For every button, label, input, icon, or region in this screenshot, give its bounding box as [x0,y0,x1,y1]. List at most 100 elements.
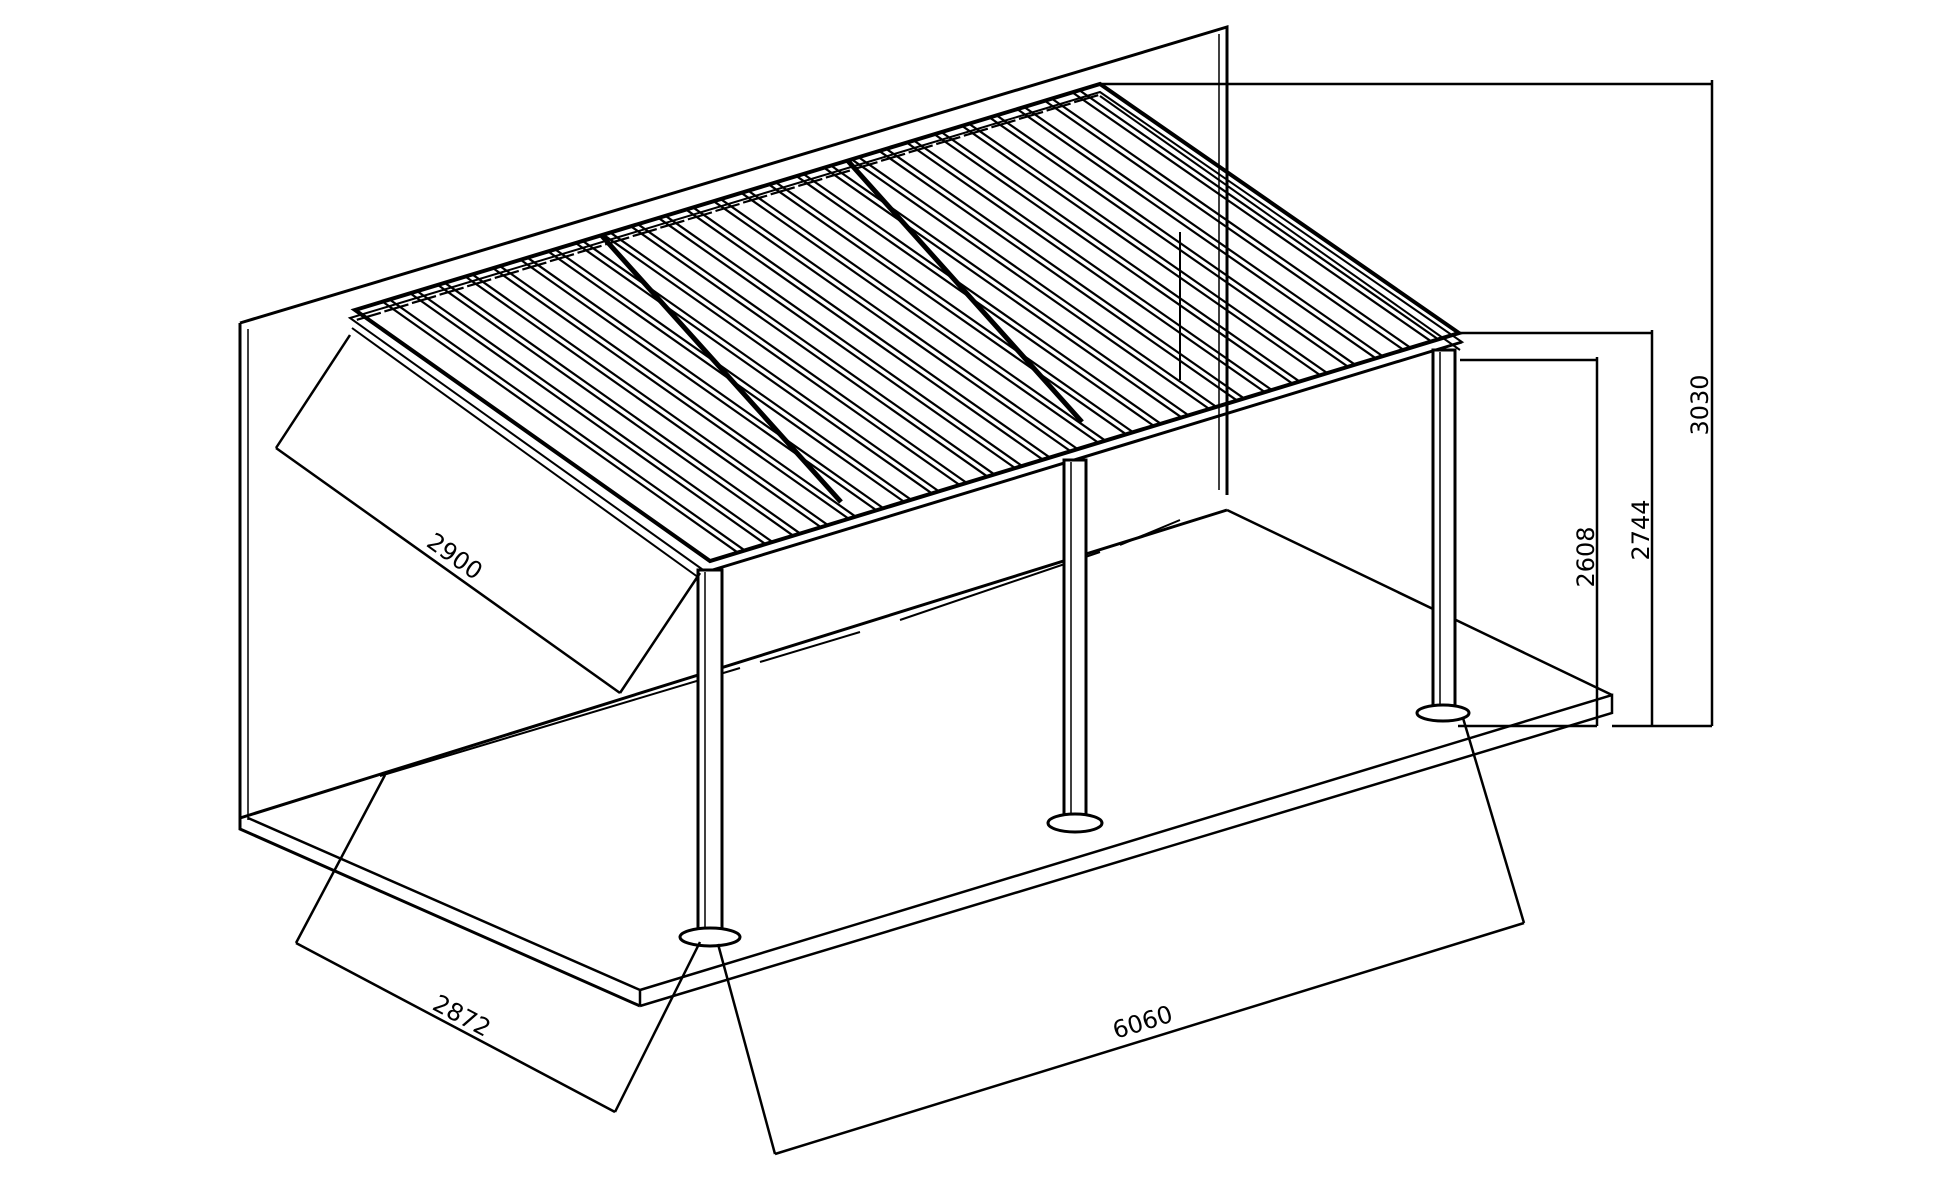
louvre-end-cap [853,161,878,171]
dim-6060-label: 6060 [1109,1000,1176,1045]
louvre-slat [582,240,940,493]
louvre-slat [1044,99,1405,351]
louvre-slat [989,116,1349,368]
ground-slab [247,508,1614,1008]
louvre-slat [554,248,912,501]
louvre-end-cap [770,186,795,196]
louvre-end-cap [742,194,768,204]
louvre-group [356,89,1439,554]
louvre-end-cap [466,278,492,288]
louvre-slat [547,250,905,503]
louvre-end-cap [384,303,409,313]
dim-2872-ext-back [294,774,387,944]
dim-6060-ext-right [1461,717,1526,924]
louvre-slat [913,139,1273,391]
louvre-slat [851,158,1210,410]
louvre-end-cap [797,177,823,187]
louvre-slat [637,223,996,476]
louvre-slat [768,183,1127,436]
louvre-end-cap [1046,102,1071,112]
louvre-end-cap [411,295,437,305]
post-right-shaft [1431,348,1457,709]
louvre-slat [664,214,1023,467]
louvre-end-cap [577,244,602,254]
slab-outline [247,508,1614,1008]
louvre-slat [416,290,774,543]
louvre-slat [933,133,1294,385]
louvre-slat [409,292,767,546]
louvre-slat [1016,108,1377,360]
post-left-shaft [696,568,724,937]
louvre-slat [823,166,1183,419]
louvre-slat [795,175,1155,427]
louvre-slat [1023,106,1384,358]
louvre-end-cap [604,236,630,246]
louvre-end-cap [660,219,685,229]
louvre-end-cap [549,253,575,263]
louvre-slat [471,273,829,527]
side-beam-left [351,327,703,581]
louvre-slat [906,141,1266,394]
louvre-slat [609,231,968,484]
louvre-slat [388,298,746,552]
dim-2872-label: 2872 [428,989,495,1042]
louvre-end-cap [439,286,464,296]
hidden-line [759,631,861,663]
louvre-slat [968,122,1328,375]
post-left [678,568,742,948]
front-beam-upper [709,332,1460,562]
louvre-end-cap [715,202,740,213]
posts [678,348,1471,948]
louvre-slat [802,173,1162,425]
louvre-slat [996,114,1356,366]
louvre-slat [692,206,1051,459]
wall-inner-edge [247,34,1220,820]
louvre-slat [602,233,961,486]
post-left-base-plate [678,926,742,948]
louvre-slat [685,208,1044,461]
louvre-slat [1078,89,1439,341]
post-middle-shaft [1062,458,1088,817]
louvre-end-cap [908,144,933,154]
louvre-end-cap [356,311,382,321]
post-middle-base-plate [1046,812,1104,834]
dim-2872-ext-front [613,941,702,1113]
louvre-end-cap [935,135,961,146]
louvre-slat [630,225,989,478]
louvre-end-cap [522,261,547,271]
front-beam-lower [705,340,1463,574]
louvre-slat [878,150,1238,402]
louvre-slat [858,156,1217,408]
louvre-end-cap [1073,94,1099,104]
louvre-end-cap [632,228,658,238]
louvre-slat [713,200,1072,453]
louvre-slat [381,300,739,554]
post-middle [1046,458,1104,834]
hidden-lines [379,232,1181,777]
post-right [1415,348,1471,723]
side-beam-right [1099,95,1461,351]
dim-6060-line [774,921,1525,1156]
louvre-end-cap [963,127,989,137]
hidden-line [1119,519,1181,546]
louvre-slat [747,189,1107,442]
louvre-slat [775,181,1134,434]
louvre-slat [830,164,1190,417]
louvre-end-cap [991,119,1016,129]
louvre-slat [519,258,878,512]
dim-2872-line [295,941,616,1114]
dim-3030-label: 3030 [1686,374,1714,435]
louvre-slat [444,281,801,535]
louvre-end-cap [825,169,851,179]
dim-2900-label: 2900 [422,527,488,585]
louvre-slat [1071,91,1432,343]
dim-2608-label: 2608 [1572,526,1600,587]
louvre-slat [740,191,1100,444]
dim-6060-ext-left [716,943,777,1155]
louvre-slat [720,198,1079,451]
hidden-line [379,667,741,777]
louvre-slat [657,217,1016,470]
louvre-slat [961,124,1321,377]
louvre-slat [499,265,857,518]
